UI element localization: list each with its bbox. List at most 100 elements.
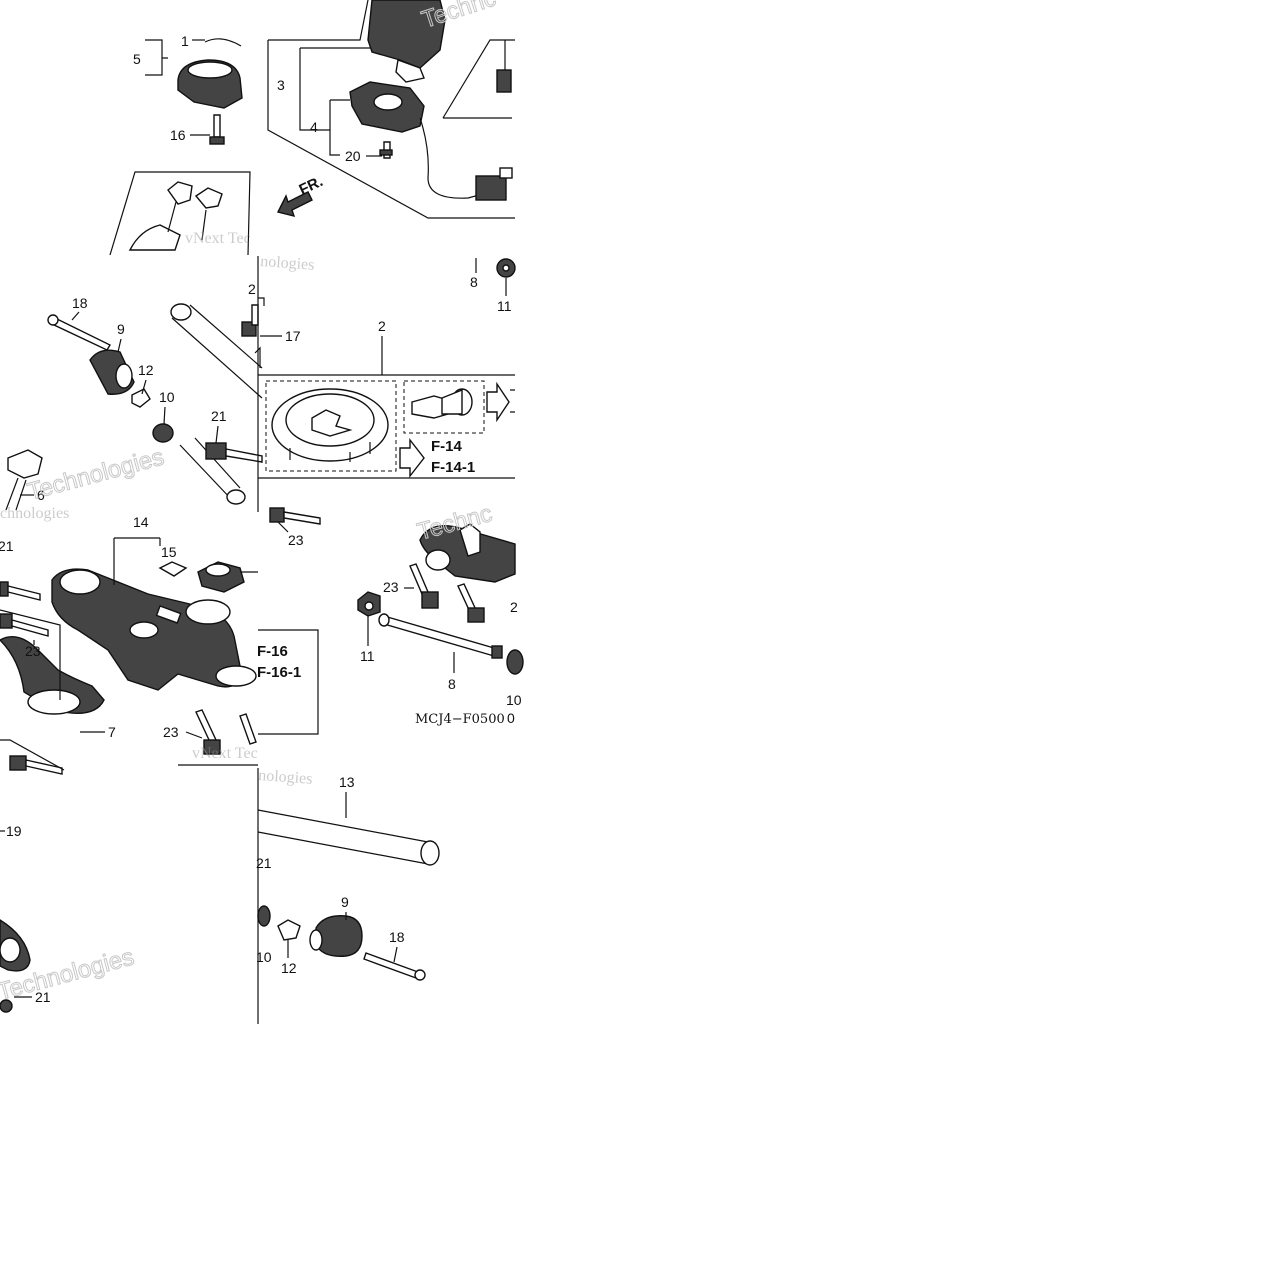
ref-f16: F-16 [257,643,288,660]
callout-10: 10 [506,692,522,708]
axle-8 [378,613,503,659]
collar-10-bottom [257,905,271,927]
clip-12-bottom [277,919,301,941]
key-panel-frame [109,171,251,256]
callout-13: 13 [339,774,355,790]
callout-21: 21 [0,538,14,554]
callout-2: 2 [510,599,518,615]
f14-frame [258,374,515,479]
tile-ignition-switch: FR. 1 5 16 3 4 20 vNext Tec nologies Tec… [109,0,515,274]
ignition-switch [367,0,446,83]
nut-15 [158,561,188,577]
tile-top-bridge: 14 15 21 23 7 23 F-16 F-16-1 19 vNext Te… [0,514,319,839]
callout-18: 18 [72,295,88,311]
screw-20 [379,141,393,159]
callout-12: 12 [138,362,154,378]
arrow-right-icon [399,381,510,479]
callout-23: 23 [163,724,179,740]
handlebar-pipe [257,809,440,866]
bolt-2-holder [457,583,485,623]
callout-11: 11 [360,648,375,664]
ref-f14: F-14 [431,438,463,455]
collar-10 [152,423,174,443]
watermark-text: Technc [419,0,500,34]
watermark-text: chnologies [0,505,69,522]
weight-9-bottom [309,915,363,957]
bar-end-weight [89,349,135,395]
bolt-23-left [0,613,49,637]
clip-12 [131,388,151,408]
callout-3: 3 [277,77,285,93]
callout-21: 21 [211,408,227,424]
diagram-code: MCJ4−F0500 [415,712,505,727]
bolt-18-bottom [363,952,426,981]
callout-0: 0 [507,710,515,726]
bolt-21 [205,442,263,463]
front-label: FR. [297,173,326,199]
watermark-text: nologies [258,767,313,788]
callout-20: 20 [345,148,361,164]
front-arrow-icon [276,191,313,217]
watermark-text: Technologies [25,443,167,505]
callout-15: 15 [161,544,177,560]
callout-8: 8 [470,274,478,290]
callout-6: 6 [37,487,45,503]
fuel-cap [271,388,389,462]
ignition-frame [267,40,515,219]
steering-lock-cap [177,59,243,109]
top-bridge [51,568,257,691]
tile-handlebar-parts: 2 F-14 F-14-1 8 11 18 9 12 10 21 2 17 6 … [0,258,516,522]
stem-nut [197,561,245,593]
collar-10-lower [506,649,524,675]
bolt-23-right [239,713,257,745]
tile-handle-holder: 23 2 11 8 10 MCJ4−F0500 0 23 Technc [269,500,524,727]
bolt-23-mid [269,507,321,525]
callout-17: 17 [285,328,301,344]
callout-2: 2 [378,318,386,334]
bolt-16 [209,114,225,145]
watermark-text: vNext Tec [185,230,251,247]
bolt-upper [496,40,512,93]
callout-18: 18 [389,929,405,945]
bolt-21-bottom [0,999,13,1013]
callout-10: 10 [256,949,272,965]
callout-14: 14 [133,514,149,530]
nut-11-lower [357,591,381,617]
callout-9: 9 [117,321,125,337]
callout-2: 2 [248,281,256,297]
bolt-21-left [0,581,41,601]
callout-9: 9 [341,894,349,910]
bolt-23-holder [409,563,439,609]
tile-handlebar-pipe: 13 21 9 18 12 10 21 Technolo [0,774,440,1013]
callout-1: 1 [181,33,189,49]
callout-21: 21 [256,855,272,871]
switch-body-4 [349,81,425,133]
bolt-lower-left [9,755,63,775]
lower-handle [0,636,105,715]
nut-11-upper [496,258,516,278]
callout-8: 8 [448,676,456,692]
bolt-23-lower [195,709,221,755]
callout-16: 16 [170,127,186,143]
wire-harness [419,117,484,199]
ref-f14-1: F-14-1 [431,459,475,476]
callout-23: 23 [25,643,41,659]
callout-10: 10 [159,389,175,405]
callout-21: 21 [35,989,51,1005]
bolt-17 [241,304,259,337]
callout-19: 19 [6,823,22,839]
grip-lower-left [0,919,31,972]
watermark-text: nologies [260,253,315,274]
bolt-18-upper [47,314,111,351]
callout-4: 4 [310,119,318,135]
callout-7: 7 [108,724,116,740]
snap-ring [204,38,242,47]
callout-23: 23 [383,579,399,595]
lock-cylinder [411,388,473,419]
callout-11: 11 [497,298,512,314]
ref-f16-1: F-16-1 [257,664,301,681]
watermark-text: vNext Tec [192,745,258,762]
callout-12: 12 [281,960,297,976]
connector [475,167,513,201]
callout-23: 23 [288,532,304,548]
